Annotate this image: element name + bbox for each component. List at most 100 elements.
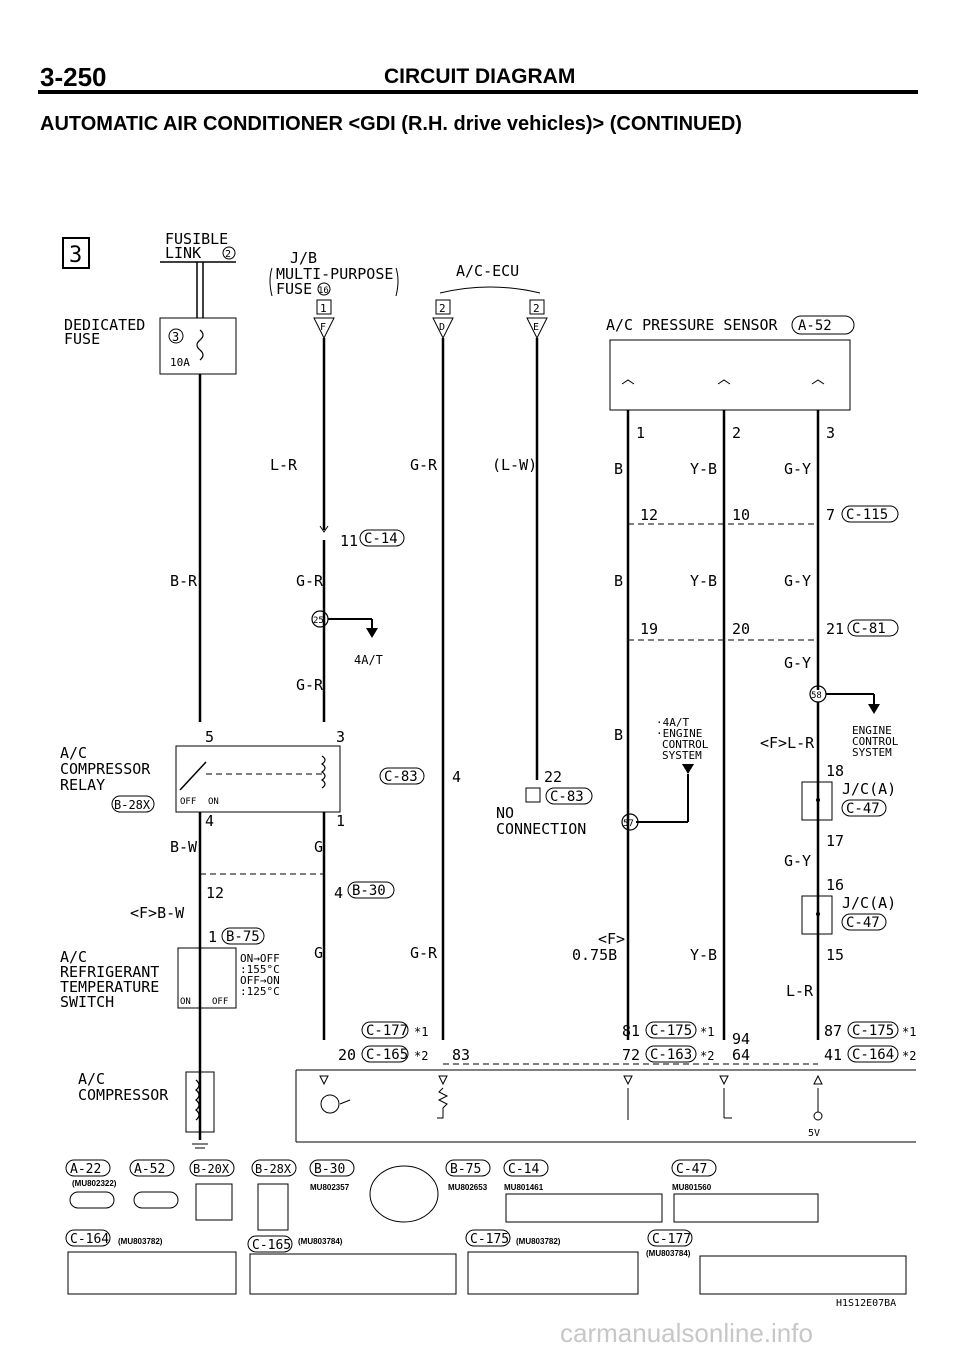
c81-pin21: 21 xyxy=(826,620,844,638)
conn-c14: C-14 xyxy=(508,1162,539,1177)
no-connection-1: NO xyxy=(496,804,514,822)
c83-box: C-83 xyxy=(550,789,584,805)
b75-label: B-75 xyxy=(226,929,260,945)
compressor-2: COMPRESSOR xyxy=(78,1086,169,1104)
conn-mu801461: MU801461 xyxy=(504,1183,544,1192)
fuse-amp: 10A xyxy=(170,356,190,369)
sw-note-3: OFF→ON xyxy=(240,974,280,987)
sw-note-2: :155°C xyxy=(240,963,280,976)
v5-label: 5V xyxy=(808,1128,820,1139)
pin83: 83 xyxy=(452,1046,470,1064)
ecu-label: A/C-ECU xyxy=(456,262,519,280)
wire-gr-label-1: G-R xyxy=(296,572,324,590)
pin41: 41 xyxy=(824,1046,842,1064)
b30-pin4: 4 xyxy=(334,884,343,902)
ecu-box2: 2 xyxy=(533,302,540,315)
jc-a-2: J/C(A) xyxy=(842,894,896,912)
dedicated-fuse-box xyxy=(159,317,237,375)
wire-g-label-2: G xyxy=(314,944,323,962)
wire-lr2: L-R xyxy=(786,982,814,1000)
junction-58: 58 xyxy=(811,691,822,701)
relay-name-3: RELAY xyxy=(60,776,105,794)
ecu-term2: E xyxy=(533,322,539,333)
refrig-switch-2: REFRIGERANT xyxy=(60,963,159,981)
relay-name-2: COMPRESSOR xyxy=(60,760,151,778)
ecu-term1: D xyxy=(439,322,445,333)
wire-lr-label: L-R xyxy=(270,456,298,474)
relay-name-1: A/C xyxy=(60,744,87,762)
no-connection-2: CONNECTION xyxy=(496,820,586,838)
c165-label: C-165 xyxy=(366,1047,408,1063)
jb-sub2: FUSE xyxy=(276,280,312,298)
jc-pin16: 16 xyxy=(826,876,844,894)
conn-c164: C-164 xyxy=(70,1232,109,1247)
figure-code: H1S12E07BA xyxy=(836,1298,896,1309)
wire-f075b-1: <F> xyxy=(598,930,625,948)
conn-b30: B-30 xyxy=(314,1162,345,1177)
relay-conn: B-28X xyxy=(114,798,151,812)
b75-pin: 1 xyxy=(208,928,217,946)
compressor-1: A/C xyxy=(78,1070,105,1088)
c163-label: C-163 xyxy=(650,1047,692,1063)
refrig-switch-4: SWITCH xyxy=(60,993,114,1011)
relay-pin1: 1 xyxy=(336,812,345,830)
c47-2: C-47 xyxy=(846,915,880,931)
engine-control-1: ENGINE xyxy=(852,724,892,737)
engine-control-2: CONTROL xyxy=(852,735,899,748)
c175-label-2: C-175 xyxy=(852,1023,894,1039)
conn-mu803782b: (MU803782) xyxy=(516,1237,561,1246)
ps-pin2: 2 xyxy=(732,424,741,442)
ecu-box1: 2 xyxy=(439,302,446,315)
relay-pin3: 3 xyxy=(336,728,345,746)
pin20: 20 xyxy=(338,1046,356,1064)
b30-label: B-30 xyxy=(352,883,386,899)
wire-fbw-label: <F>B-W xyxy=(130,904,185,922)
c115-pin12: 12 xyxy=(640,506,658,524)
jc-pin18: 18 xyxy=(826,762,844,780)
section-marker-box xyxy=(62,237,90,269)
c177-label: C-177 xyxy=(366,1023,408,1039)
gdi-note-1: ·4A/T xyxy=(656,716,689,729)
conn-c47: C-47 xyxy=(676,1162,707,1177)
section-title: CIRCUIT DIAGRAM xyxy=(384,65,576,88)
c83-label: C-83 xyxy=(384,769,418,785)
wire-yb-3: Y-B xyxy=(690,946,717,964)
pressure-sensor-box xyxy=(609,339,851,411)
refrig-switch-1: A/C xyxy=(60,948,87,966)
conn-c165: C-165 xyxy=(252,1238,291,1253)
star1-a: *1 xyxy=(414,1025,428,1039)
conn-a22: A-22 xyxy=(70,1162,101,1177)
engine-control-3: SYSTEM xyxy=(852,746,892,759)
c83-pin: 4 xyxy=(452,768,461,786)
conn-mu803782: (MU803782) xyxy=(118,1237,163,1246)
c175-label-1: C-175 xyxy=(650,1023,692,1039)
wire-b-2: B xyxy=(614,572,623,590)
dedicated-fuse-label-1: DEDICATED xyxy=(64,316,145,334)
wire-lw-label: (L-W) xyxy=(492,456,537,474)
wire-gr-ecu-label: G-R xyxy=(410,456,438,474)
pin81: 81 xyxy=(622,1022,640,1040)
jb-sub1: MULTI-PURPOSE xyxy=(276,265,393,283)
watermark: carmanualsonline.info xyxy=(560,1318,813,1348)
fuse-num: 3 xyxy=(172,330,179,344)
junction-57: 57 xyxy=(623,819,634,829)
connector-row-2: C-164 (MU803782) C-165 (MU803784) C-175 … xyxy=(65,1229,907,1295)
star2-b: *2 xyxy=(700,1049,714,1063)
conn-a52: A-52 xyxy=(134,1162,165,1177)
conn-mu801560: MU801560 xyxy=(672,1183,712,1192)
wire-gr-label-2: G-R xyxy=(296,676,324,694)
c115-pin10: 10 xyxy=(732,506,750,524)
wire-br-label: B-R xyxy=(170,572,198,590)
wire-gy-3: G-Y xyxy=(784,654,811,672)
refrig-switch-box xyxy=(177,947,237,1009)
conn-mu802653: MU802653 xyxy=(448,1183,488,1192)
c14-label: C-14 xyxy=(364,531,398,547)
header-rule xyxy=(38,90,918,94)
refrig-switch-3: TEMPERATURE xyxy=(60,978,159,996)
page-number: 3-250 xyxy=(40,62,107,92)
relay-box xyxy=(175,745,341,813)
pin72: 72 xyxy=(622,1046,640,1064)
c115-label: C-115 xyxy=(846,507,888,523)
